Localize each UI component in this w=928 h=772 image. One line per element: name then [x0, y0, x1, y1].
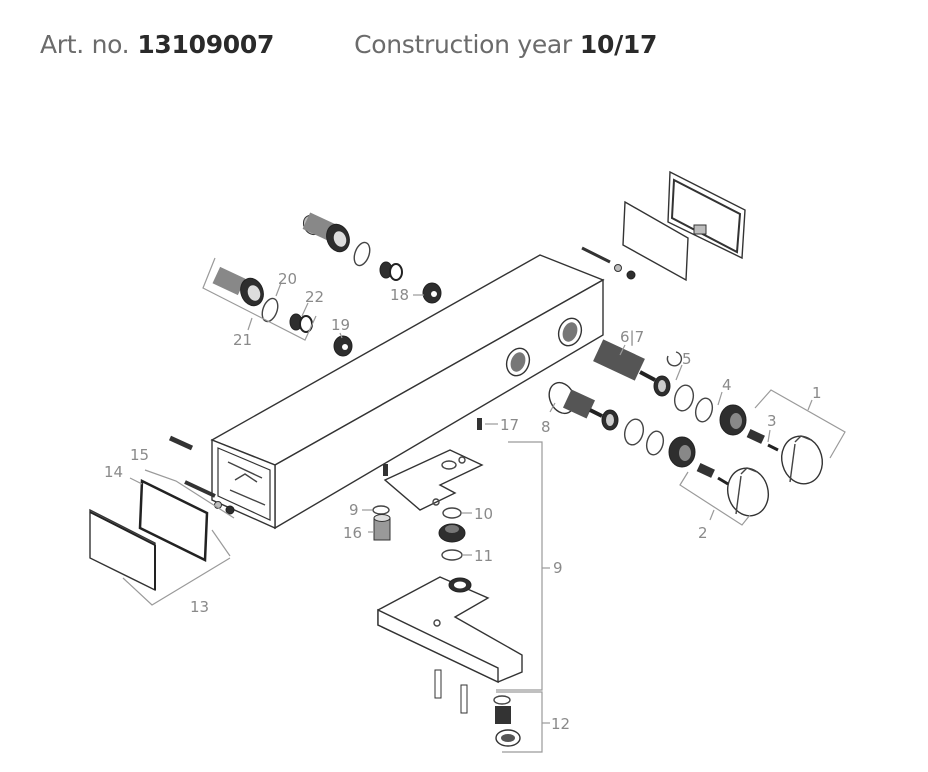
construction-year-value: 10/17 [579, 30, 658, 59]
article-number-value: 13109007 [137, 30, 275, 59]
grub-screws [383, 418, 482, 476]
part-label-6-7: 6|7 [620, 328, 644, 346]
document-header: Art. no. 13109007 Construction year 10/1… [40, 30, 657, 70]
part-label-17: 17 [500, 416, 519, 434]
part-label-18: 18 [390, 286, 409, 304]
valve-10-11 [438, 507, 466, 561]
end-cover-13 [89, 508, 156, 592]
part-label-9-ring: 9 [349, 501, 359, 519]
mounting-plate [383, 449, 484, 511]
part-label-3: 3 [767, 412, 777, 430]
connector-21 [212, 266, 313, 333]
part-label-21: 21 [233, 331, 252, 349]
article-number-label: Art. no. [40, 30, 130, 59]
cartridge-6-7 [593, 339, 779, 452]
construction-year-label: Construction year [354, 30, 572, 59]
part-label-10: 10 [474, 505, 493, 523]
part-label-1: 1 [812, 384, 822, 402]
end-cap-screws [168, 435, 235, 515]
cartridge-8 [548, 381, 729, 486]
part-label-20: 20 [278, 270, 297, 288]
nut-18 [422, 282, 442, 304]
part-label-11: 11 [474, 547, 493, 565]
thermostat-body [210, 254, 605, 530]
part-label-8: 8 [541, 418, 551, 436]
part-label-4: 4 [722, 376, 732, 394]
aerator-12 [493, 695, 521, 747]
knob-2 [727, 467, 769, 517]
construction-year: Construction year 10/17 [354, 30, 657, 59]
part-label-14: 14 [104, 463, 123, 481]
end-cover-gasket-14 [138, 479, 209, 562]
part-label-22: 22 [305, 288, 324, 306]
part-label-2: 2 [698, 524, 708, 542]
part-label-9-group: 9 [553, 559, 563, 577]
part-label-13: 13 [190, 598, 209, 616]
part-label-19: 19 [331, 316, 350, 334]
knob-1 [781, 435, 823, 485]
screw-top-right [581, 246, 636, 280]
spout-screws [434, 669, 468, 714]
seal-and-insert-16 [372, 505, 391, 541]
part-label-12: 12 [551, 715, 570, 733]
leader-lines [122, 257, 846, 753]
nut-19 [333, 335, 353, 357]
spout [377, 576, 523, 684]
cover-panel [622, 200, 689, 282]
connector-upper [302, 212, 403, 281]
part-labels: 1 2 3 4 5 6|7 8 9 9 10 11 12 13 14 15 16… [104, 270, 822, 733]
cover-frame [667, 170, 746, 260]
part-label-16: 16 [343, 524, 362, 542]
part-label-5: 5 [682, 350, 692, 368]
part-label-15: 15 [130, 446, 149, 464]
